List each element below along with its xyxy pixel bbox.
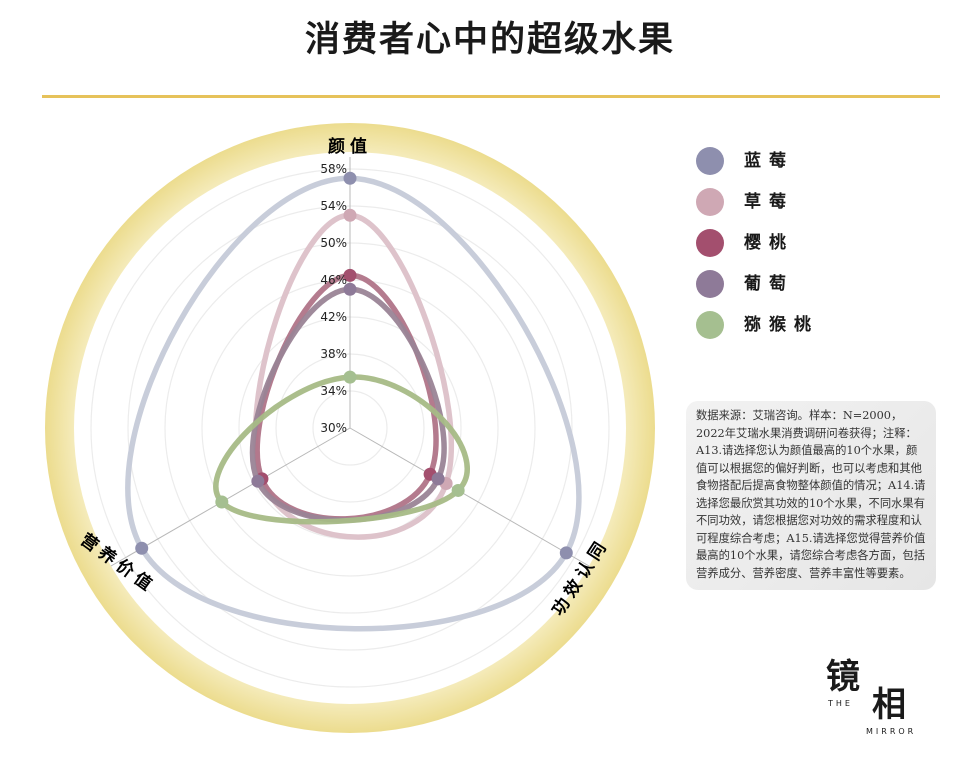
data-point — [215, 495, 229, 509]
data-point — [431, 472, 445, 486]
legend-item: 葡萄 — [696, 263, 819, 304]
legend-label: 草莓 — [744, 191, 794, 212]
data-point — [343, 208, 357, 222]
logo: 镜 THE 相 MIRROR — [826, 660, 930, 744]
data-point — [559, 546, 573, 560]
data-point — [343, 268, 357, 282]
legend-swatch — [696, 187, 724, 216]
axis-line — [349, 427, 590, 567]
tick-label: 38% — [320, 347, 347, 361]
legend-item: 樱桃 — [696, 222, 819, 263]
legend-item: 蓝莓 — [696, 140, 819, 181]
axis-line — [110, 427, 351, 567]
legend-label: 猕猴桃 — [744, 314, 819, 335]
series-line-1 — [252, 212, 454, 540]
series-line-4 — [213, 374, 470, 525]
legend-swatch — [696, 228, 724, 257]
tick-label: 34% — [320, 384, 347, 398]
legend-label: 葡萄 — [744, 273, 794, 294]
legend-label: 樱桃 — [744, 232, 794, 253]
logo-char-2: 相 — [872, 685, 906, 725]
legend-item: 猕猴桃 — [696, 304, 819, 345]
tick-label: 46% — [320, 273, 347, 287]
axis-label: 颜值 — [328, 136, 372, 157]
data-point — [135, 541, 149, 555]
legend-swatch — [696, 146, 724, 175]
title-divider — [42, 95, 940, 98]
legend-item: 草莓 — [696, 181, 819, 222]
source-note: 数据来源：艾瑞咨询。样本：N=2000，2022年艾瑞水果消费调研问卷获得；注释… — [686, 401, 936, 590]
logo-char-1: 镜 — [826, 657, 860, 697]
tick-label: 42% — [320, 310, 347, 324]
legend-swatch — [696, 269, 724, 298]
tick-label: 54% — [320, 199, 347, 213]
legend-label: 蓝莓 — [744, 150, 794, 171]
chart-title: 消费者心中的超级水果 — [304, 20, 675, 60]
legend-swatch — [696, 310, 724, 339]
tick-label: 30% — [320, 421, 347, 435]
data-point — [343, 370, 357, 384]
data-point — [343, 282, 357, 296]
series-line-0 — [125, 175, 582, 632]
data-point — [343, 171, 357, 185]
tick-label: 50% — [320, 236, 347, 250]
legend: 蓝莓草莓樱桃葡萄猕猴桃 — [696, 140, 819, 345]
data-point — [451, 483, 465, 497]
data-point — [251, 474, 265, 488]
tick-label: 58% — [320, 162, 347, 176]
logo-mirror: MIRROR — [866, 727, 917, 736]
logo-the: THE — [828, 699, 853, 708]
